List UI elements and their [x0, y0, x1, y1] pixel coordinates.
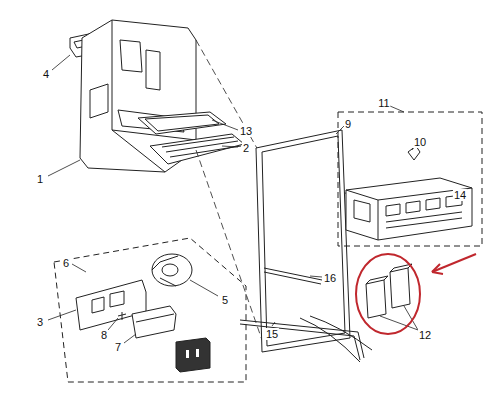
- gasket-frame: [256, 130, 350, 352]
- assembly-bracket: [54, 238, 246, 382]
- rod-part: [264, 268, 322, 284]
- rod-part: [240, 320, 364, 360]
- switch-part: [132, 306, 176, 338]
- callout-number: 14: [453, 189, 467, 201]
- screw-part: [118, 312, 126, 320]
- tray-part: [138, 112, 226, 134]
- callout-number: 11: [377, 97, 390, 109]
- control-panel: [346, 178, 472, 240]
- callout-number: 2: [242, 142, 250, 154]
- callout-number: 7: [114, 341, 122, 353]
- motor-part: [152, 254, 192, 286]
- callout-number: 1: [36, 173, 44, 185]
- callout-number: 4: [42, 68, 50, 80]
- callout-number: 10: [413, 136, 427, 148]
- callout-number: 8: [100, 329, 108, 341]
- callout-number: 12: [418, 329, 432, 341]
- callout-number: 6: [62, 257, 70, 269]
- callout-number: 5: [221, 294, 229, 306]
- callout-number: 13: [239, 125, 253, 137]
- wire: [300, 316, 372, 362]
- highlight: [356, 254, 476, 334]
- socket-part: [176, 338, 210, 372]
- assembly-bracket: [338, 112, 482, 246]
- callout-number: 16: [323, 272, 337, 284]
- callout-number: 3: [36, 316, 44, 328]
- callout-number: 9: [344, 118, 352, 130]
- foam-block: [366, 264, 412, 318]
- grille-part: [150, 134, 244, 164]
- callout-number: 15: [265, 328, 279, 340]
